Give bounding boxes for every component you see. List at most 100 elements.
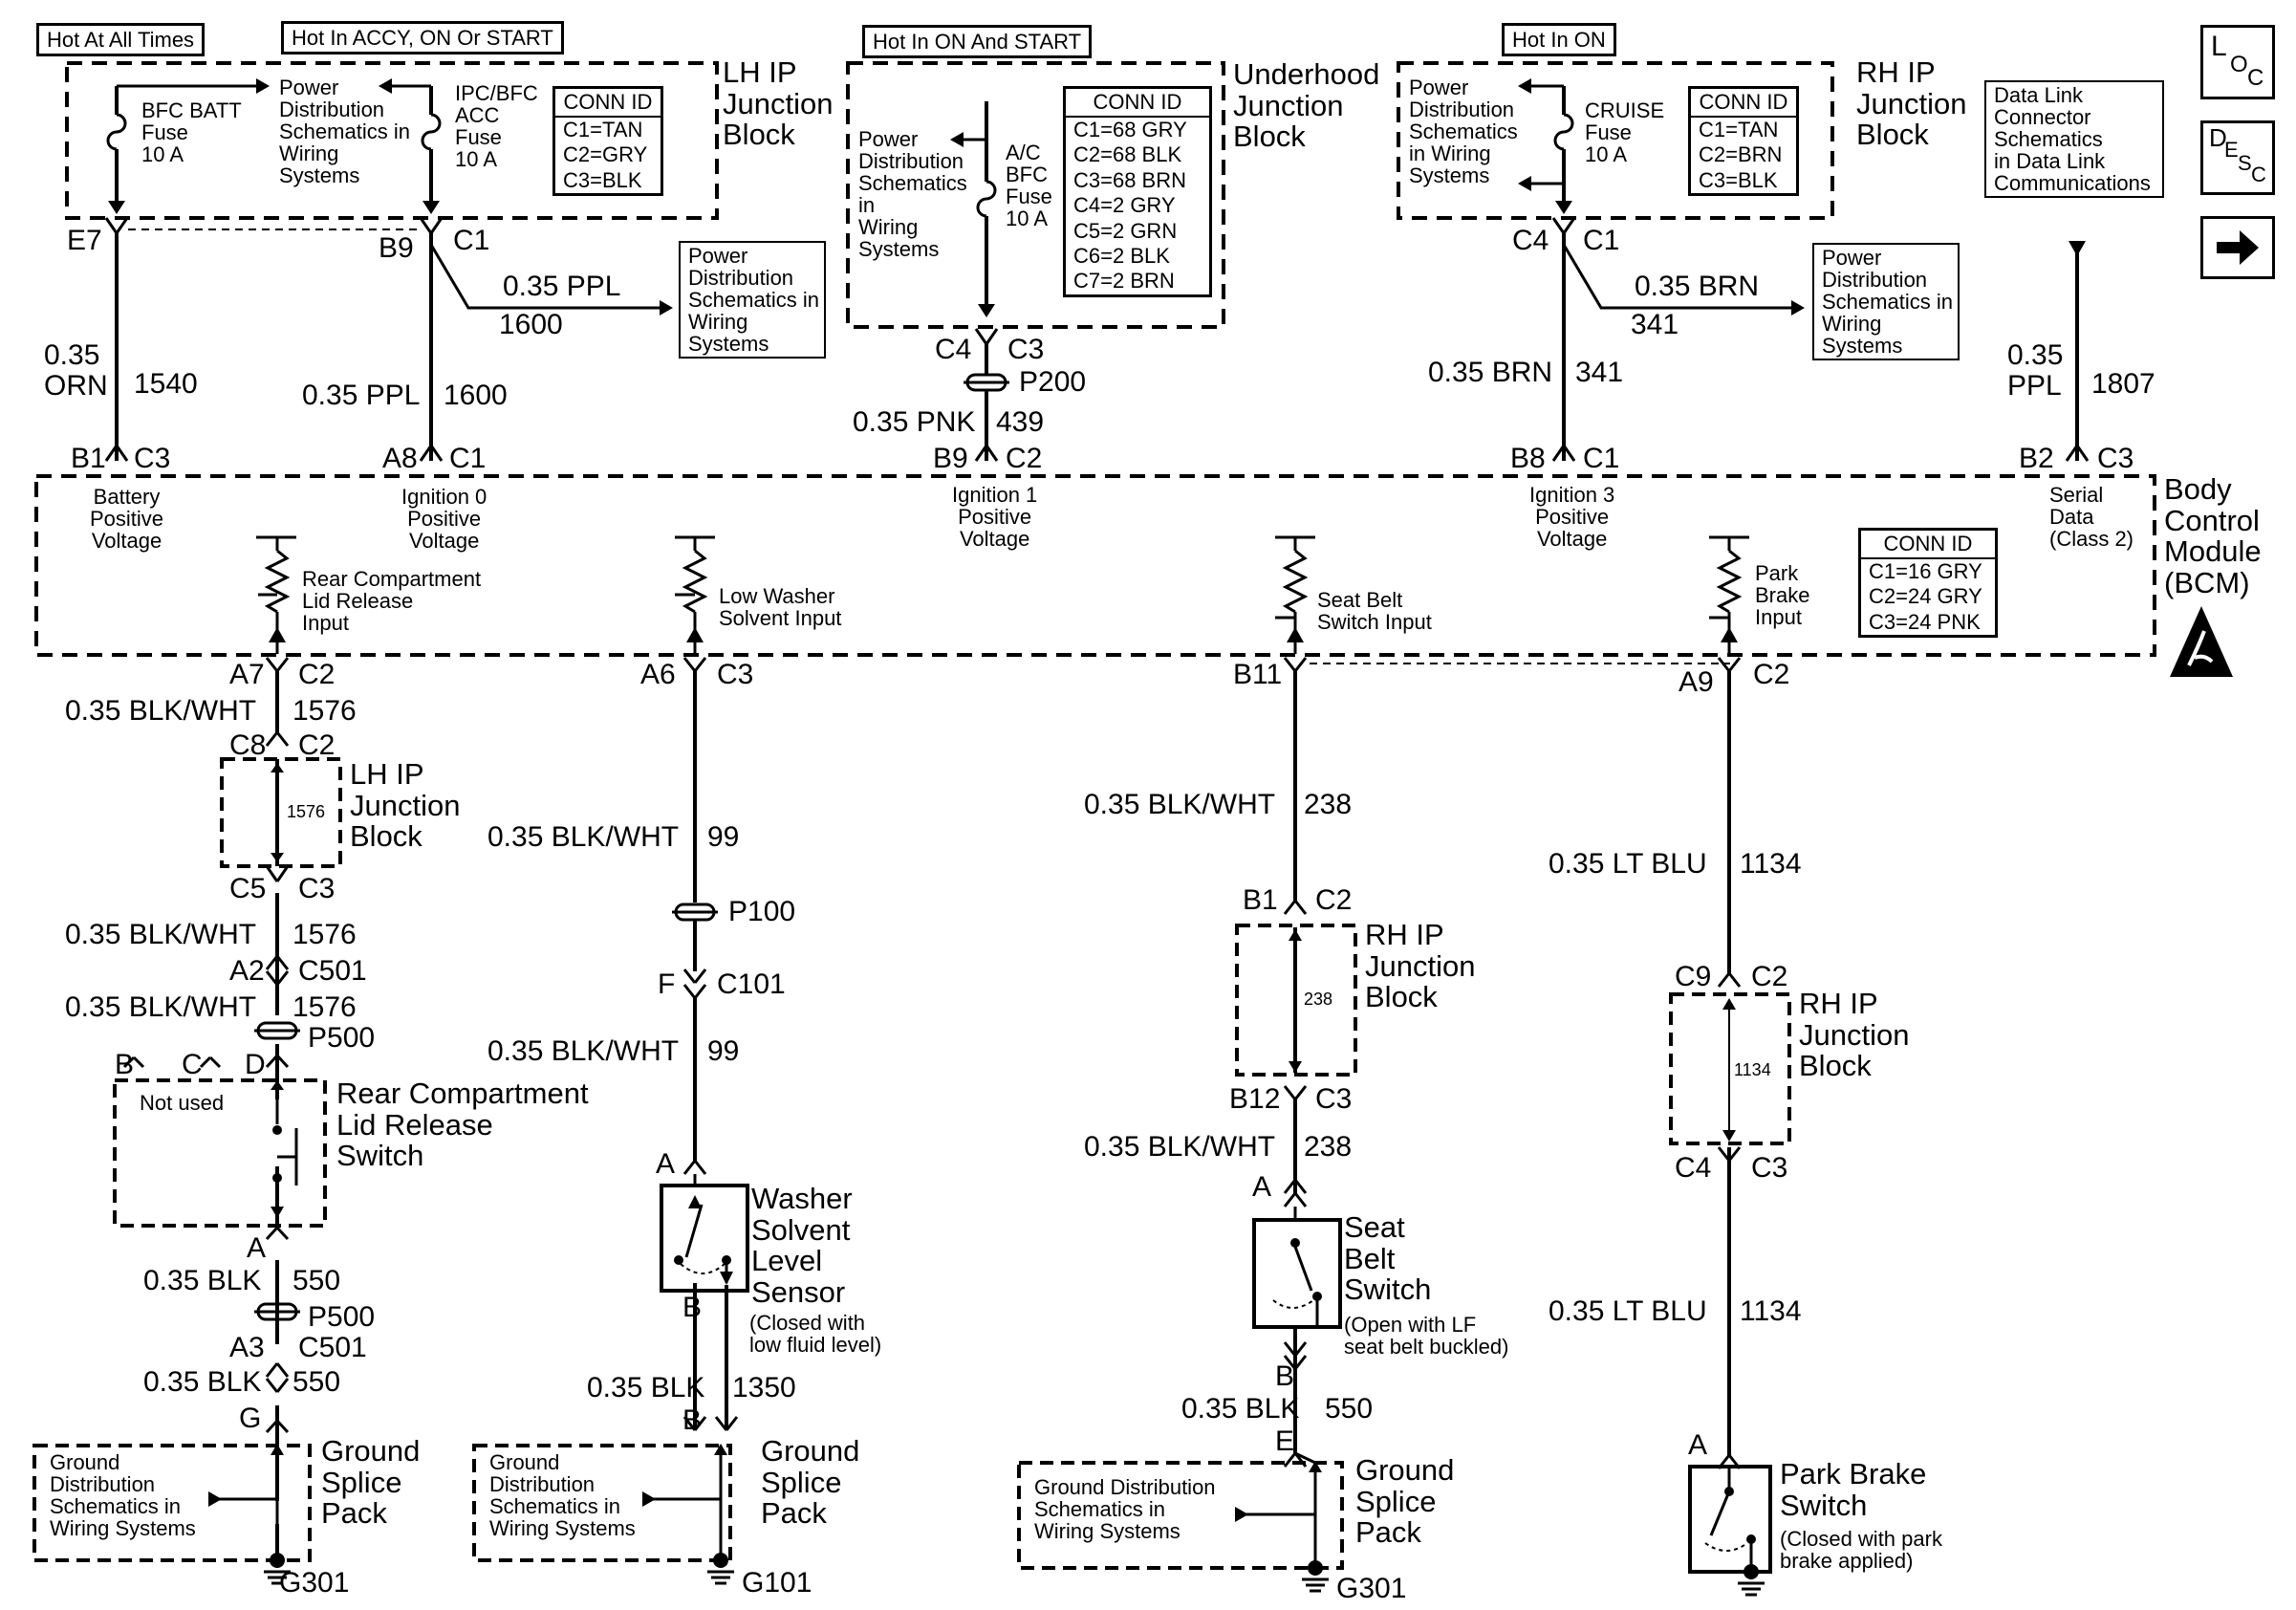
- pin-b-rear: B: [115, 1049, 135, 1080]
- wire-99-circuit-1: 99: [707, 821, 740, 853]
- p500-label-1: P500: [308, 1022, 376, 1054]
- ground-splice-pack-label-3: Ground Splice Pack: [1355, 1453, 1455, 1550]
- pin-a3: A3: [229, 1332, 265, 1363]
- pin-b9-bcm: B9: [933, 443, 968, 474]
- park-brake-switch-note: (Closed with park brake applied): [1780, 1527, 1942, 1574]
- pds-reference-box-341[interactable]: Power Distribution Schematics in Wiring …: [1812, 243, 1960, 361]
- dlc-reference-box[interactable]: Data Link Connector Schematics in Data L…: [1984, 80, 2164, 199]
- conn-id-row: C1=TAN: [1699, 118, 1779, 141]
- pin-b8: B8: [1510, 443, 1546, 474]
- c501-label-2: C501: [298, 1332, 367, 1363]
- conn-id-row: C5=2 GRN: [1073, 218, 1178, 243]
- loc-icon-letter: O: [2230, 52, 2248, 77]
- pin-b1-rhjb: B1: [1243, 884, 1278, 916]
- rh-ip-jb-middle-title: RH IP Junction Block: [1365, 918, 1476, 1014]
- underhood-conn-id-table: CONN ID C1=68 GRY C2=68 BLK C3=68 BRN C4…: [1063, 86, 1212, 297]
- p200-label: P200: [1019, 366, 1087, 398]
- wire-1134-color-1: 0.35 LT BLU: [1549, 848, 1707, 880]
- desc-icon[interactable]: D E S C: [2200, 120, 2275, 195]
- wire-439-circuit: 439: [996, 406, 1045, 438]
- wire-1576-circuit-2: 1576: [292, 919, 357, 950]
- arrow-right-icon[interactable]: [2200, 216, 2275, 279]
- conn-id-row: C2=GRY: [563, 142, 648, 167]
- pin-c8: C8: [229, 729, 267, 761]
- conn-id-row: C6=2 BLK: [1073, 243, 1170, 268]
- wire-238-circuit-2: 238: [1304, 1131, 1353, 1163]
- g301-label-1: G301: [279, 1567, 350, 1599]
- pin-c2-rhjb-2: C2: [1751, 961, 1788, 992]
- wire-1576-color-2: 0.35 BLK/WHT: [65, 919, 257, 950]
- pin-a8: A8: [382, 443, 418, 474]
- wire-99-color-2: 0.35 BLK/WHT: [487, 1035, 680, 1067]
- esd-warning-icon: [2170, 606, 2233, 677]
- wire-1576-color-3: 0.35 BLK/WHT: [65, 991, 257, 1023]
- pin-b9-lh: B9: [379, 232, 414, 264]
- conn-id-header: CONN ID: [1066, 89, 1209, 118]
- loc-icon-letter: L: [2211, 31, 2227, 62]
- g101-label: G101: [742, 1567, 812, 1599]
- pin-a-washer: A: [656, 1148, 676, 1180]
- conn-id-row: C2=BRN: [1699, 142, 1783, 167]
- pin-g: G: [239, 1403, 262, 1434]
- conn-id-row: C3=24 PNK: [1869, 609, 1981, 634]
- pin-a2: A2: [229, 955, 265, 987]
- pin-c5: C5: [229, 873, 267, 904]
- conn-id-row: C4=2 GRY: [1073, 193, 1176, 218]
- wire-550-color-1: 0.35 BLK: [143, 1265, 262, 1296]
- not-used-label: Not used: [140, 1091, 225, 1115]
- pin-a-park: A: [1688, 1429, 1708, 1461]
- loc-icon[interactable]: L O C: [2200, 25, 2275, 99]
- c501-label-1: C501: [298, 955, 367, 987]
- pin-e: E: [1275, 1425, 1295, 1457]
- wire-1807-circuit: 1807: [2091, 368, 2155, 400]
- ground-splice-pack-label-2: Ground Splice Pack: [761, 1434, 860, 1531]
- conn-id-row: C3=BLK: [563, 167, 642, 192]
- conn-id-row: C3=68 BRN: [1073, 167, 1187, 192]
- hot-on-label: Hot In ON: [1502, 23, 1616, 57]
- conn-id-row: C3=BLK: [1699, 167, 1778, 192]
- washer-solvent-sensor-label: Washer Solvent Level Sensor: [751, 1182, 853, 1309]
- pin-c3-lhjb: C3: [298, 873, 336, 904]
- conn-id-header: CONN ID: [555, 89, 661, 118]
- seatbelt-switch-label: Seat Belt Switch: [1344, 1210, 1432, 1307]
- conn-id-row: C1=16 GRY: [1869, 559, 1982, 583]
- wire-99-circuit-2: 99: [707, 1035, 740, 1067]
- pin-b-ground: B: [682, 1404, 703, 1436]
- conn-id-row: C2=68 BLK: [1073, 142, 1182, 167]
- rh-ip-conn-id-table: CONN ID C1=TAN C2=BRN C3=BLK: [1688, 86, 1799, 197]
- wire-1600-circuit: 1600: [444, 380, 508, 411]
- pds-rh-label: Power Distribution Schematics in Wiring …: [1409, 76, 1518, 188]
- wire-1600-branch-color: 0.35 PPL: [503, 271, 621, 302]
- pin-c2-bcm-2: C2: [298, 659, 336, 690]
- pin-c3-bcm-1: C3: [134, 443, 171, 474]
- pin-b-washer: B: [682, 1292, 703, 1323]
- bcm-title: Body Control Module (BCM): [2164, 472, 2262, 599]
- park-brake-switch-label: Park Brake Switch: [1780, 1457, 1927, 1522]
- pin-c2-lhjb: C2: [298, 729, 336, 761]
- wire-1576-circuit-1: 1576: [292, 695, 357, 727]
- park-brake-switch-outline: [1688, 1465, 1772, 1574]
- pin-c4-rh: C4: [1512, 225, 1549, 256]
- pin-d-rear: D: [245, 1049, 266, 1080]
- desc-icon-letter: E: [2224, 138, 2239, 162]
- bcm-pullup-resistors: [256, 535, 1749, 654]
- rh-ip-jb-lower-outline: [1669, 992, 1791, 1145]
- bcm-serial-data-label: Serial Data (Class 2): [2049, 483, 2134, 552]
- pin-c4-underhood: C4: [935, 334, 972, 365]
- wire-1134-internal: 1134: [1734, 1060, 1771, 1079]
- bcm-ign0-label: Ignition 0 Positive Voltage: [401, 485, 487, 554]
- ground-distribution-label-2: Ground Distribution Schematics in Wiring…: [489, 1450, 636, 1541]
- wire-341-circuit: 341: [1575, 357, 1624, 388]
- pin-f: F: [658, 968, 676, 1000]
- pds-reference-box-1600[interactable]: Power Distribution Schematics in Wiring …: [679, 241, 826, 359]
- g301-label-2: G301: [1336, 1573, 1407, 1604]
- wire-1350-color: 0.35 BLK: [587, 1372, 705, 1403]
- bfc-batt-fuse-label: BFC BATT Fuse 10 A: [141, 98, 242, 167]
- pin-a7: A7: [229, 659, 265, 690]
- lh-ip-junction-block-title: LH IP Junction Block: [723, 55, 834, 152]
- wire-341-branch-color: 0.35 BRN: [1635, 271, 1760, 302]
- wire-550-color-2: 0.35 BLK: [143, 1366, 262, 1398]
- bcm-washer-input-label: Low Washer Solvent Input: [719, 584, 842, 631]
- p100-label: P100: [728, 896, 796, 927]
